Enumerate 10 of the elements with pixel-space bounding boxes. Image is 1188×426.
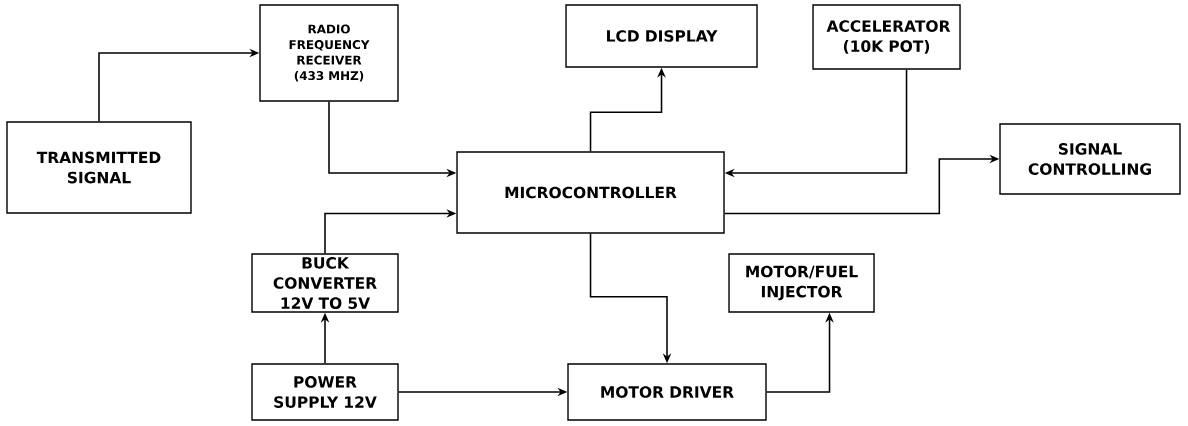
block-box: ACCELERATOR (10K POT) (812, 4, 961, 70)
block-box: TRANSMITTED SIGNAL (6, 121, 192, 214)
block-box: MOTOR/FUEL INJECTOR (728, 253, 875, 313)
block-box: MICROCONTROLLER (456, 151, 725, 234)
block-box: MOTOR DRIVER (567, 363, 767, 421)
block-box: LCD DISPLAY (565, 4, 758, 68)
block-box: RADIO FREQUENCY RECEIVER (433 MHZ) (259, 4, 399, 102)
block-box: SIGNAL CONTROLLING (999, 123, 1181, 195)
block-box: POWER SUPPLY 12V (251, 363, 399, 421)
block-box: BUCK CONVERTER 12V TO 5V (251, 253, 399, 313)
